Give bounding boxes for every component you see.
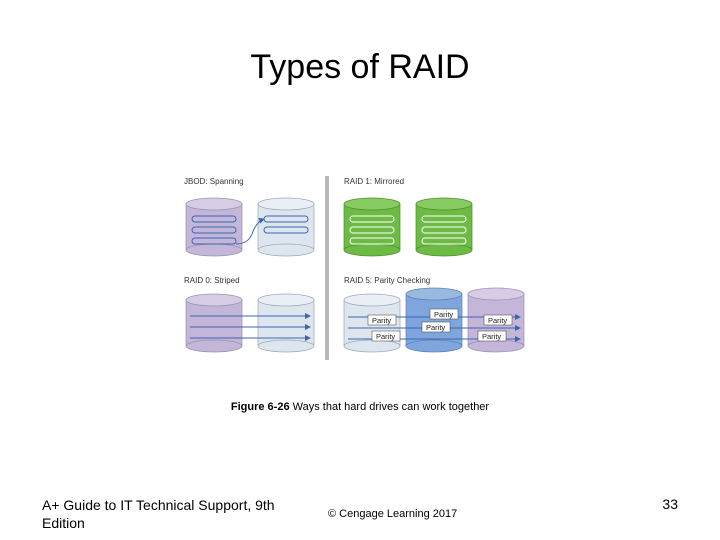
raid0-disk-1 [185,293,243,353]
svg-text:Parity: Parity [482,332,501,341]
figure-number: Figure 6-26 [230,401,290,413]
raid0-label: RAID 0: Striped [184,276,240,285]
svg-text:Parity: Parity [434,310,453,319]
page-number: 33 [662,496,678,512]
footer-book-title: A+ Guide to IT Technical Support, 9th Ed… [42,497,275,531]
svg-text:Parity: Parity [488,316,507,325]
parity-block-2: Parity [367,314,397,326]
raid5-disk-2 [405,287,463,353]
jbod-disk-1 [185,197,243,257]
slide-title: Types of RAID [250,48,470,86]
figure-caption: Figure 6-26 Ways that hard drives can wo… [0,401,720,413]
jbod-label: JBOD: Spanning [184,177,244,186]
svg-text:Parity: Parity [376,332,395,341]
raid1-disk-1 [343,197,401,257]
parity-block-3: Parity [483,314,513,326]
panel-divider [325,176,329,360]
jbod-disk-2 [257,197,315,257]
jbod-span-arrow [235,217,265,245]
raid1-label: RAID 1: Mirrored [344,177,404,186]
parity-block-1: Parity [429,308,459,320]
svg-text:Parity: Parity [426,323,445,332]
raid1-disk-2 [415,197,473,257]
raid0-disk-2 [257,293,315,353]
parity-block-4: Parity [421,321,451,333]
raid5-label: RAID 5: Parity Checking [344,276,430,285]
footer-copyright: © Cengage Learning 2017 [328,508,458,520]
figure-caption-text: Ways that hard drives can work together [289,401,490,413]
parity-block-5: Parity [371,330,401,342]
parity-block-6: Parity [477,330,507,342]
svg-text:Parity: Parity [372,316,391,325]
raid-figure: JBOD: Spanning RAID 1: Mirrored RAID 0: … [184,176,525,360]
raid0-stripe-arrows [190,313,311,341]
